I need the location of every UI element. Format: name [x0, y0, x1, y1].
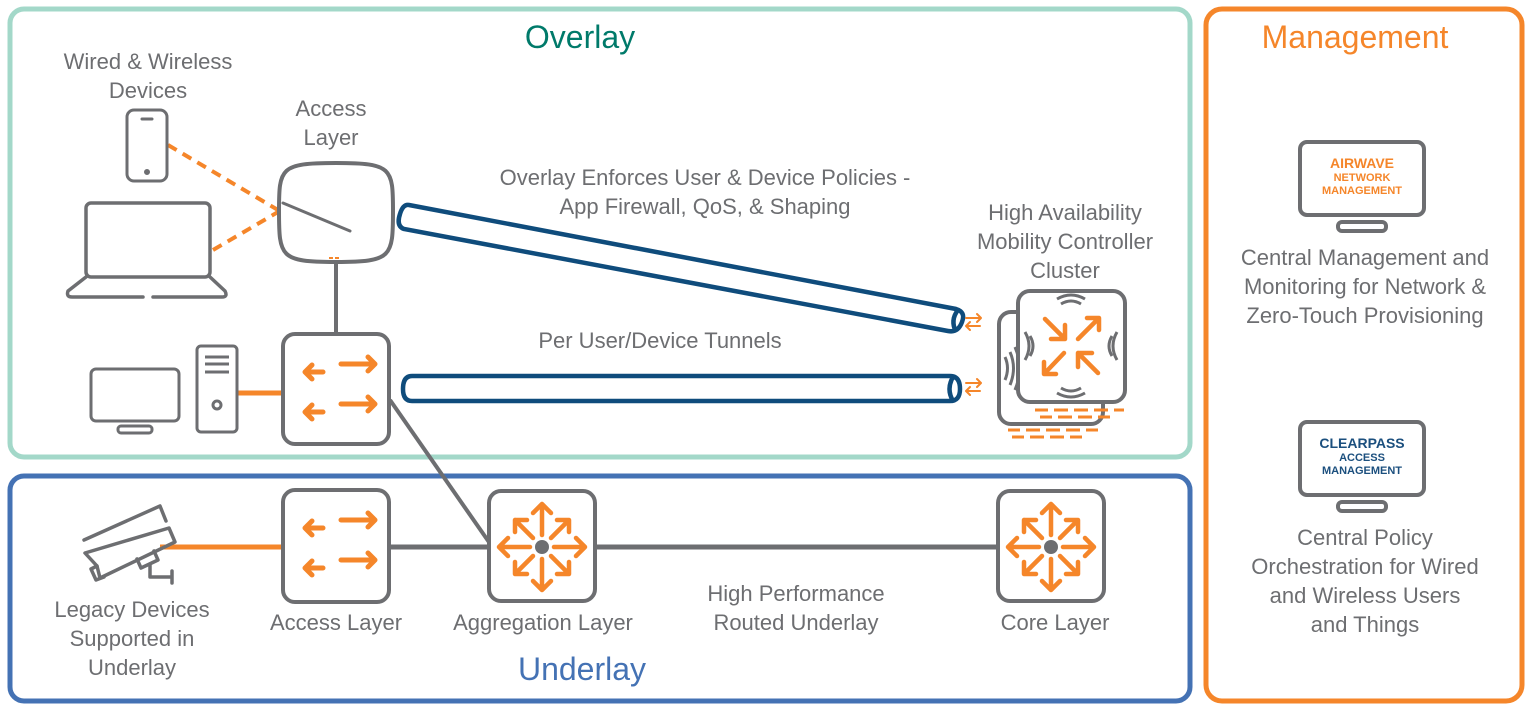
overlay-access-layer-label: Access Layer: [295, 96, 367, 150]
airwave-subtitle-2: MANAGEMENT: [1321, 185, 1403, 197]
underlay-access-switch-icon: [281, 488, 391, 604]
clearpass-monitor-icon: [1298, 420, 1426, 513]
core-router-icon: [996, 489, 1106, 603]
clearpass-subtitle-1: ACCESS: [1339, 452, 1385, 464]
wireless-link-phone: [166, 143, 280, 212]
airwave-screen-text: AIRWAVE NETWORK MANAGEMENT: [1302, 154, 1422, 198]
overlay-region: [7, 6, 1193, 460]
underlay-region: [7, 473, 1193, 704]
desktop-monitor-icon: [89, 367, 181, 435]
overlay-title: Overlay: [524, 19, 636, 55]
management-title: Management: [1261, 19, 1449, 55]
wireless-link-laptop: [211, 210, 280, 252]
access-point-icon: [276, 160, 396, 265]
legacy-devices-label: Legacy Devices Supported in Underlay: [54, 597, 210, 680]
security-camera-icon: [82, 504, 177, 585]
smartphone-icon: [125, 108, 169, 183]
routed-underlay-label: High Performance Routed Underlay: [707, 581, 885, 635]
per-user-tunnel-label: Per User/Device Tunnels: [538, 328, 782, 353]
overlay-switch-to-aggregation-link: [388, 398, 493, 547]
laptop-icon: [65, 201, 228, 299]
clearpass-title: CLEARPASS: [1319, 435, 1405, 451]
airwave-monitor-icon: [1298, 140, 1426, 233]
aggregation-router-icon: [487, 489, 597, 603]
overlay-access-switch-icon: [281, 332, 391, 446]
clearpass-screen-text: CLEARPASS ACCESS MANAGEMENT: [1302, 434, 1422, 478]
controller-cluster-label: High Availability Mobility Controller Cl…: [976, 200, 1154, 283]
management-region: [1203, 6, 1525, 704]
tunnel-exchange-icon: [965, 313, 982, 396]
clearpass-description: Central Policy Orchestration for Wired a…: [1251, 525, 1479, 637]
core-layer-label: Core Layer: [1000, 610, 1110, 635]
airwave-description: Central Management and Monitoring for Ne…: [1240, 245, 1490, 328]
airwave-title: AIRWAVE: [1329, 155, 1395, 171]
policy-tunnel: [396, 202, 966, 334]
airwave-subtitle-1: NETWORK: [1333, 172, 1391, 184]
underlay-title: Underlay: [517, 651, 647, 687]
wired-wireless-devices-label: Wired & Wireless Devices: [63, 49, 233, 103]
aggregation-layer-label: Aggregation Layer: [453, 610, 633, 635]
user-device-tunnel: [400, 373, 963, 404]
policy-tunnel-label: Overlay Enforces User & Device Policies …: [499, 165, 911, 219]
clearpass-subtitle-2: MANAGEMENT: [1321, 465, 1403, 477]
underlay-access-layer-label: Access Layer: [269, 610, 403, 635]
mobility-controller-cluster-icon: [997, 289, 1127, 439]
pc-tower-icon: [195, 344, 239, 434]
